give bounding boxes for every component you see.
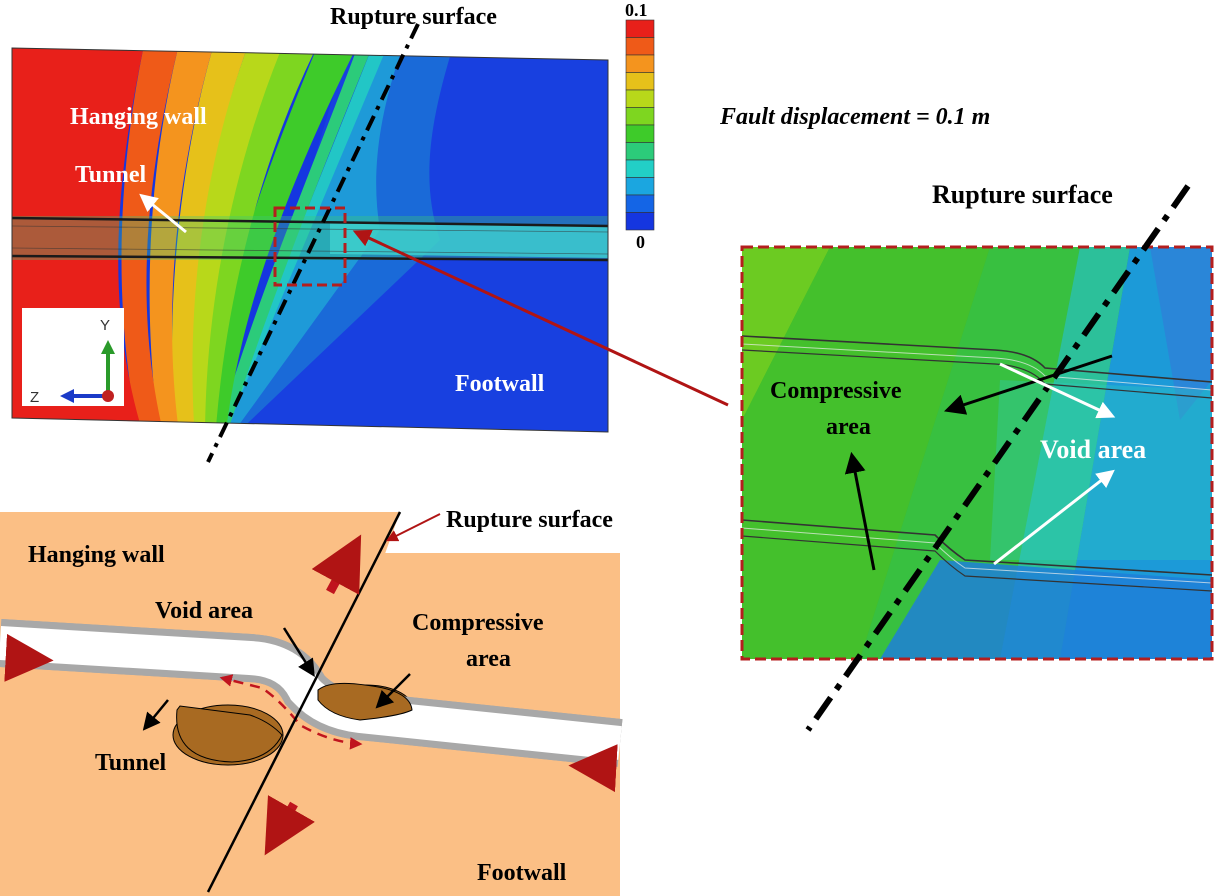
rupture-label-top: Rupture surface [330,4,497,30]
tunnel-push-arrow-left [4,633,54,682]
colorbar-swatch [625,194,655,213]
tunnel-push-arrow-right [568,744,618,793]
compressive-label-schematic-line2: area [466,646,511,672]
axis-triad: Y Z [22,308,124,406]
compressive-label-zoom-line2: area [826,414,871,440]
colorbar-swatch [625,107,655,126]
void-pointer-schematic [282,627,315,677]
compressive-pointer-schematic [375,673,411,709]
colorbar-swatch [625,177,655,196]
void-arrow-top [999,362,1116,419]
colorbar-swatch [625,89,655,108]
colorbar-swatch [625,19,655,38]
zoom-panel-border [740,245,1214,661]
rupture-line-top [206,23,420,463]
axis-z-label: Z [30,389,39,406]
rupture-line-zoom [805,184,1191,732]
fault-displacement-label: Fault displacement = 0.1 m [719,104,990,130]
hanging-wall-move-arrow [311,534,362,595]
axis-y-label: Y [100,317,110,334]
colorbar-swatch [625,37,655,56]
colorbar-min-label: 0 [636,232,645,252]
tunnel-pointer-arrow [139,193,187,234]
footwall-label-top: Footwall [455,371,545,397]
footwall-label-schematic: Footwall [477,860,567,886]
tunnel-label-top: Tunnel [75,162,147,188]
colorbar [625,19,655,231]
tunnel-pointer-schematic [142,699,169,731]
compressive-label-schematic-line1: Compressive [412,610,544,636]
compressive-arrow-top [944,354,1113,415]
tunnel-label-schematic: Tunnel [95,750,167,776]
rupture-label-zoom: Rupture surface [932,180,1113,209]
void-label-zoom: Void area [1040,435,1146,464]
colorbar-swatch [625,54,655,73]
colorbar-swatch [625,72,655,91]
zoom-pointer-arrow [352,229,729,407]
contour-model-panel [12,48,608,432]
rupture-pointer-schematic [385,513,441,542]
void-arrow-bottom [993,469,1115,566]
colorbar-swatch [625,159,655,178]
schematic-diagram [0,511,623,896]
zoom-indicator-box [273,206,347,287]
colorbar-swatch [625,124,655,143]
model-outline [11,47,609,433]
compressive-label-zoom-line1: Compressive [770,378,902,404]
colorbar-swatch [625,212,655,231]
colorbar-swatch [625,142,655,161]
rupture-label-schematic: Rupture surface [446,507,613,533]
hanging-wall-label-schematic: Hanging wall [28,542,165,568]
hanging-wall-label-top: Hanging wall [70,104,207,130]
footwall-move-arrow [264,795,315,856]
colorbar-max-label: 0.1 [625,0,648,20]
void-label-schematic: Void area [155,598,253,624]
compressive-arrow-bottom [844,451,876,571]
